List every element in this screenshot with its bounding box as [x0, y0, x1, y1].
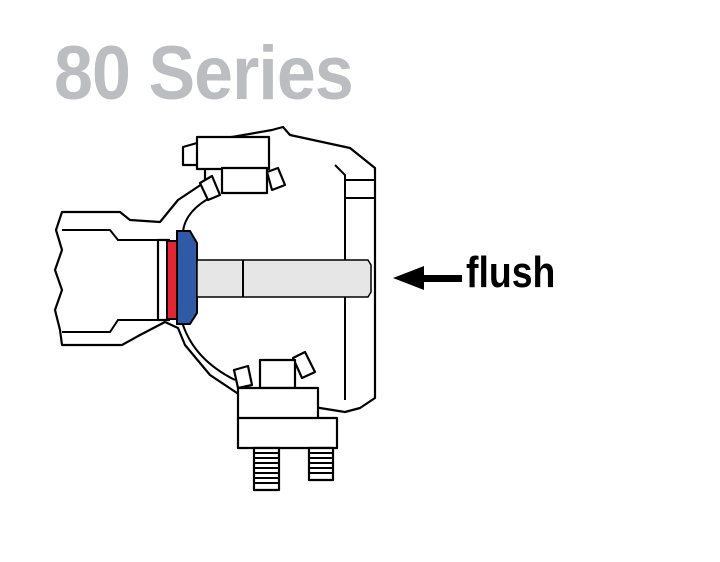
bottom-bearing-race — [258, 358, 297, 390]
axle-shaft — [196, 259, 372, 298]
top-bearing-cap — [195, 135, 271, 171]
top-roller-left — [198, 174, 222, 202]
wheel-stud-left — [252, 446, 281, 492]
bottom-bearing-cap — [236, 386, 320, 422]
flush-arrow — [393, 266, 462, 290]
top-bearing-race — [220, 166, 269, 195]
diagram-title: 80 Series — [54, 31, 354, 116]
wheel-stud-right — [307, 446, 335, 482]
bottom-roller-right — [291, 350, 317, 380]
inner-wall — [334, 164, 346, 400]
top-roller-right — [265, 166, 287, 192]
bottom-flange — [236, 416, 339, 450]
bottom-roller-left — [232, 364, 254, 390]
blue-seal — [176, 230, 198, 325]
flush-label: flush — [466, 248, 556, 297]
housing-notch — [345, 179, 375, 199]
